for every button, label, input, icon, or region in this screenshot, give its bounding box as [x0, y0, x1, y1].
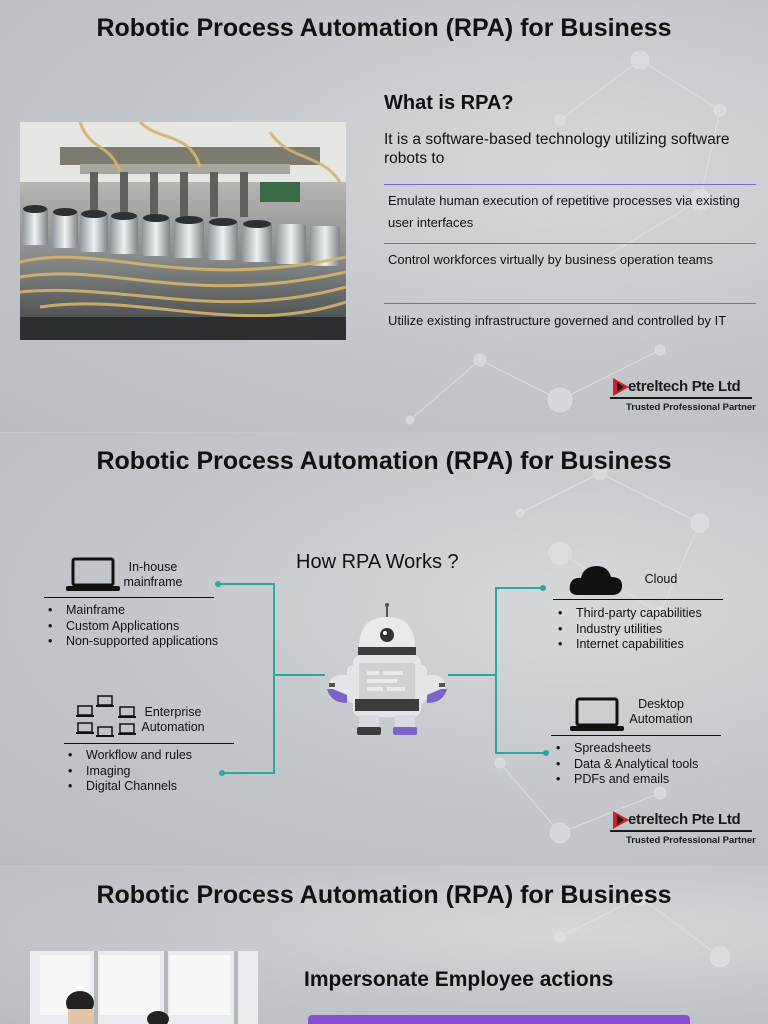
- slide-impersonate-actions: Robotic Process Automation (RPA) for Bus…: [0, 867, 768, 1024]
- list-item: Internet capabilities: [556, 637, 702, 653]
- section-underline: [44, 597, 214, 598]
- list-item: Third-party capabilities: [556, 606, 702, 622]
- inhouse-list: Mainframe Custom Applications Non-suppor…: [46, 603, 218, 650]
- desktop-list: Spreadsheets Data & Analytical tools PDF…: [554, 741, 698, 788]
- slide-how-rpa-works: Robotic Process Automation (RPA) for Bus…: [0, 433, 768, 866]
- list-item: Custom Applications: [46, 619, 218, 635]
- desktop-automation-label: Desktop Automation: [629, 697, 693, 726]
- cloud-icon: [569, 566, 623, 595]
- divider: [384, 184, 756, 185]
- company-name: etreltech Pte Ltd: [628, 811, 741, 828]
- enterprise-list: Workflow and rules Imaging Digital Chann…: [66, 748, 192, 795]
- network-background: [405, 50, 727, 425]
- section-underline: [64, 743, 234, 744]
- list-item: Workflow and rules: [66, 748, 192, 764]
- connector-lines: [215, 581, 549, 776]
- slide-title: Robotic Process Automation (RPA) for Bus…: [96, 881, 672, 909]
- divider: [384, 303, 756, 304]
- laptop-icon: [570, 697, 624, 731]
- section-heading: What is RPA?: [384, 92, 514, 114]
- list-item: Mainframe: [46, 603, 218, 619]
- intro-text: It is a software-based technology utiliz…: [384, 131, 730, 167]
- logo-underline: [610, 830, 752, 832]
- logo-underline: [610, 397, 752, 399]
- company-tagline: Trusted Professional Partner: [626, 402, 756, 413]
- logo-mark-icon: [613, 378, 629, 396]
- section-underline: [551, 735, 721, 736]
- logo-mark-icon: [613, 811, 629, 829]
- robot-icon: [327, 603, 447, 735]
- accent-banner: [308, 1015, 690, 1024]
- list-item: Spreadsheets: [554, 741, 698, 757]
- inhouse-mainframe-label: In-house mainframe: [123, 560, 183, 589]
- list-item: PDFs and emails: [554, 772, 698, 788]
- list-item: Non-supported applications: [46, 634, 218, 650]
- list-item: Imaging: [66, 764, 192, 780]
- laptop-icon: [66, 557, 120, 591]
- rpa-item-1: Emulate human execution of repetitive pr…: [388, 193, 740, 230]
- network-icon: [76, 695, 136, 737]
- cloud-label: Cloud: [644, 572, 678, 586]
- machinery-photo: [20, 122, 346, 340]
- divider: [384, 243, 756, 244]
- section-underline: [553, 599, 723, 600]
- rpa-item-3: Utilize existing infrastructure governed…: [388, 313, 727, 328]
- slide-what-is-rpa: Robotic Process Automation (RPA) for Bus…: [0, 0, 768, 432]
- section-heading: Impersonate Employee actions: [304, 968, 614, 991]
- how-rpa-works-label: How RPA Works ?: [296, 551, 459, 573]
- slide-title: Robotic Process Automation (RPA) for Bus…: [96, 447, 672, 475]
- company-tagline: Trusted Professional Partner: [626, 835, 756, 846]
- network-background: [494, 465, 710, 844]
- list-item: Data & Analytical tools: [554, 757, 698, 773]
- slide-title: Robotic Process Automation (RPA) for Bus…: [96, 14, 672, 42]
- list-item: Digital Channels: [66, 779, 192, 795]
- cloud-list: Third-party capabilities Industry utilit…: [556, 606, 702, 653]
- company-name: etreltech Pte Ltd: [628, 378, 741, 395]
- rpa-item-2: Control workforces virtually by business…: [388, 252, 714, 267]
- network-background: [554, 888, 731, 968]
- list-item: Industry utilities: [556, 622, 702, 638]
- office-photo: [30, 951, 258, 1024]
- enterprise-automation-label: Enterprise Automation: [141, 705, 205, 734]
